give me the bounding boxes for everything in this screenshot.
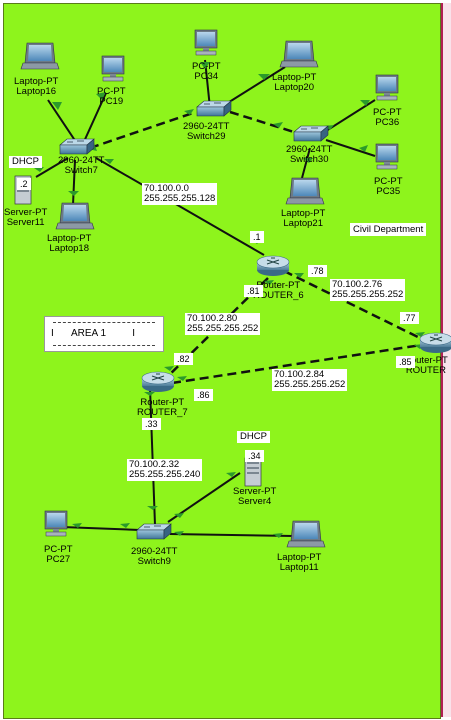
switch7-icon[interactable] xyxy=(59,138,95,155)
link-switch7-laptop18 xyxy=(72,159,76,206)
link-switch29-switch30 xyxy=(229,110,295,134)
laptop18-icon[interactable] xyxy=(55,202,95,230)
pc35-icon[interactable] xyxy=(375,143,399,170)
link-switch7-router6 xyxy=(95,157,265,256)
iface-r6-to-r7: .81 xyxy=(244,285,263,297)
pc36-icon[interactable] xyxy=(375,74,399,101)
switch9-icon[interactable] xyxy=(136,523,172,540)
pc27-icon[interactable] xyxy=(44,510,68,537)
laptop20-icon[interactable] xyxy=(279,40,319,68)
iface-r7-to-r: .86 xyxy=(194,389,213,401)
iface-r7-lan: .33 xyxy=(142,418,161,430)
link-switch30-pc36 xyxy=(325,99,376,132)
link-switch30-pc35 xyxy=(325,139,376,157)
iface-r-from-r6: .77 xyxy=(400,312,419,324)
pc34-icon[interactable] xyxy=(194,29,218,56)
server4-dhcp-badge: DHCP xyxy=(237,431,270,443)
router6-icon[interactable] xyxy=(256,255,290,277)
pc19-icon[interactable] xyxy=(101,55,125,82)
link-switch29-laptop20 xyxy=(225,66,286,105)
civil-department-area xyxy=(3,3,441,719)
switch30-icon[interactable] xyxy=(293,125,329,142)
laptop21-icon[interactable] xyxy=(285,177,325,205)
link-switch7-server11 xyxy=(35,157,69,178)
router7-icon[interactable] xyxy=(141,371,175,393)
laptop16-icon[interactable] xyxy=(20,42,60,70)
adjacent-area xyxy=(441,3,451,717)
server11-dhcp-badge: DHCP xyxy=(9,156,42,168)
civil-department-label: Civil Department xyxy=(350,223,427,236)
area1-label: AREA 1 xyxy=(71,328,107,339)
laptop11-icon[interactable] xyxy=(286,520,326,548)
router-icon[interactable] xyxy=(419,332,451,354)
link-switch9-pc27 xyxy=(61,526,141,531)
iface-r-from-r7: .85 xyxy=(396,356,415,368)
link-switch29-pc34 xyxy=(204,59,211,109)
server11-ip: .2 xyxy=(17,178,31,190)
server4-icon[interactable] xyxy=(244,457,262,487)
iface-r6-lan: .1 xyxy=(250,231,264,243)
switch29-icon[interactable] xyxy=(196,100,232,117)
link-router7-switch9 xyxy=(149,387,156,526)
link-switch30-laptop21 xyxy=(301,147,311,179)
link-switch9-laptop11 xyxy=(169,533,294,537)
area1-note: I I AREA 1 xyxy=(44,316,164,352)
link-router6-router xyxy=(283,269,429,344)
link-switch7-switch29 xyxy=(89,110,197,150)
iface-r6-to-r: .78 xyxy=(308,265,327,277)
link-router7-router xyxy=(171,342,429,385)
iface-r7-to-r6: .82 xyxy=(174,353,193,365)
link-switch7-pc19 xyxy=(81,92,107,147)
server4-ip: .34 xyxy=(245,450,264,462)
